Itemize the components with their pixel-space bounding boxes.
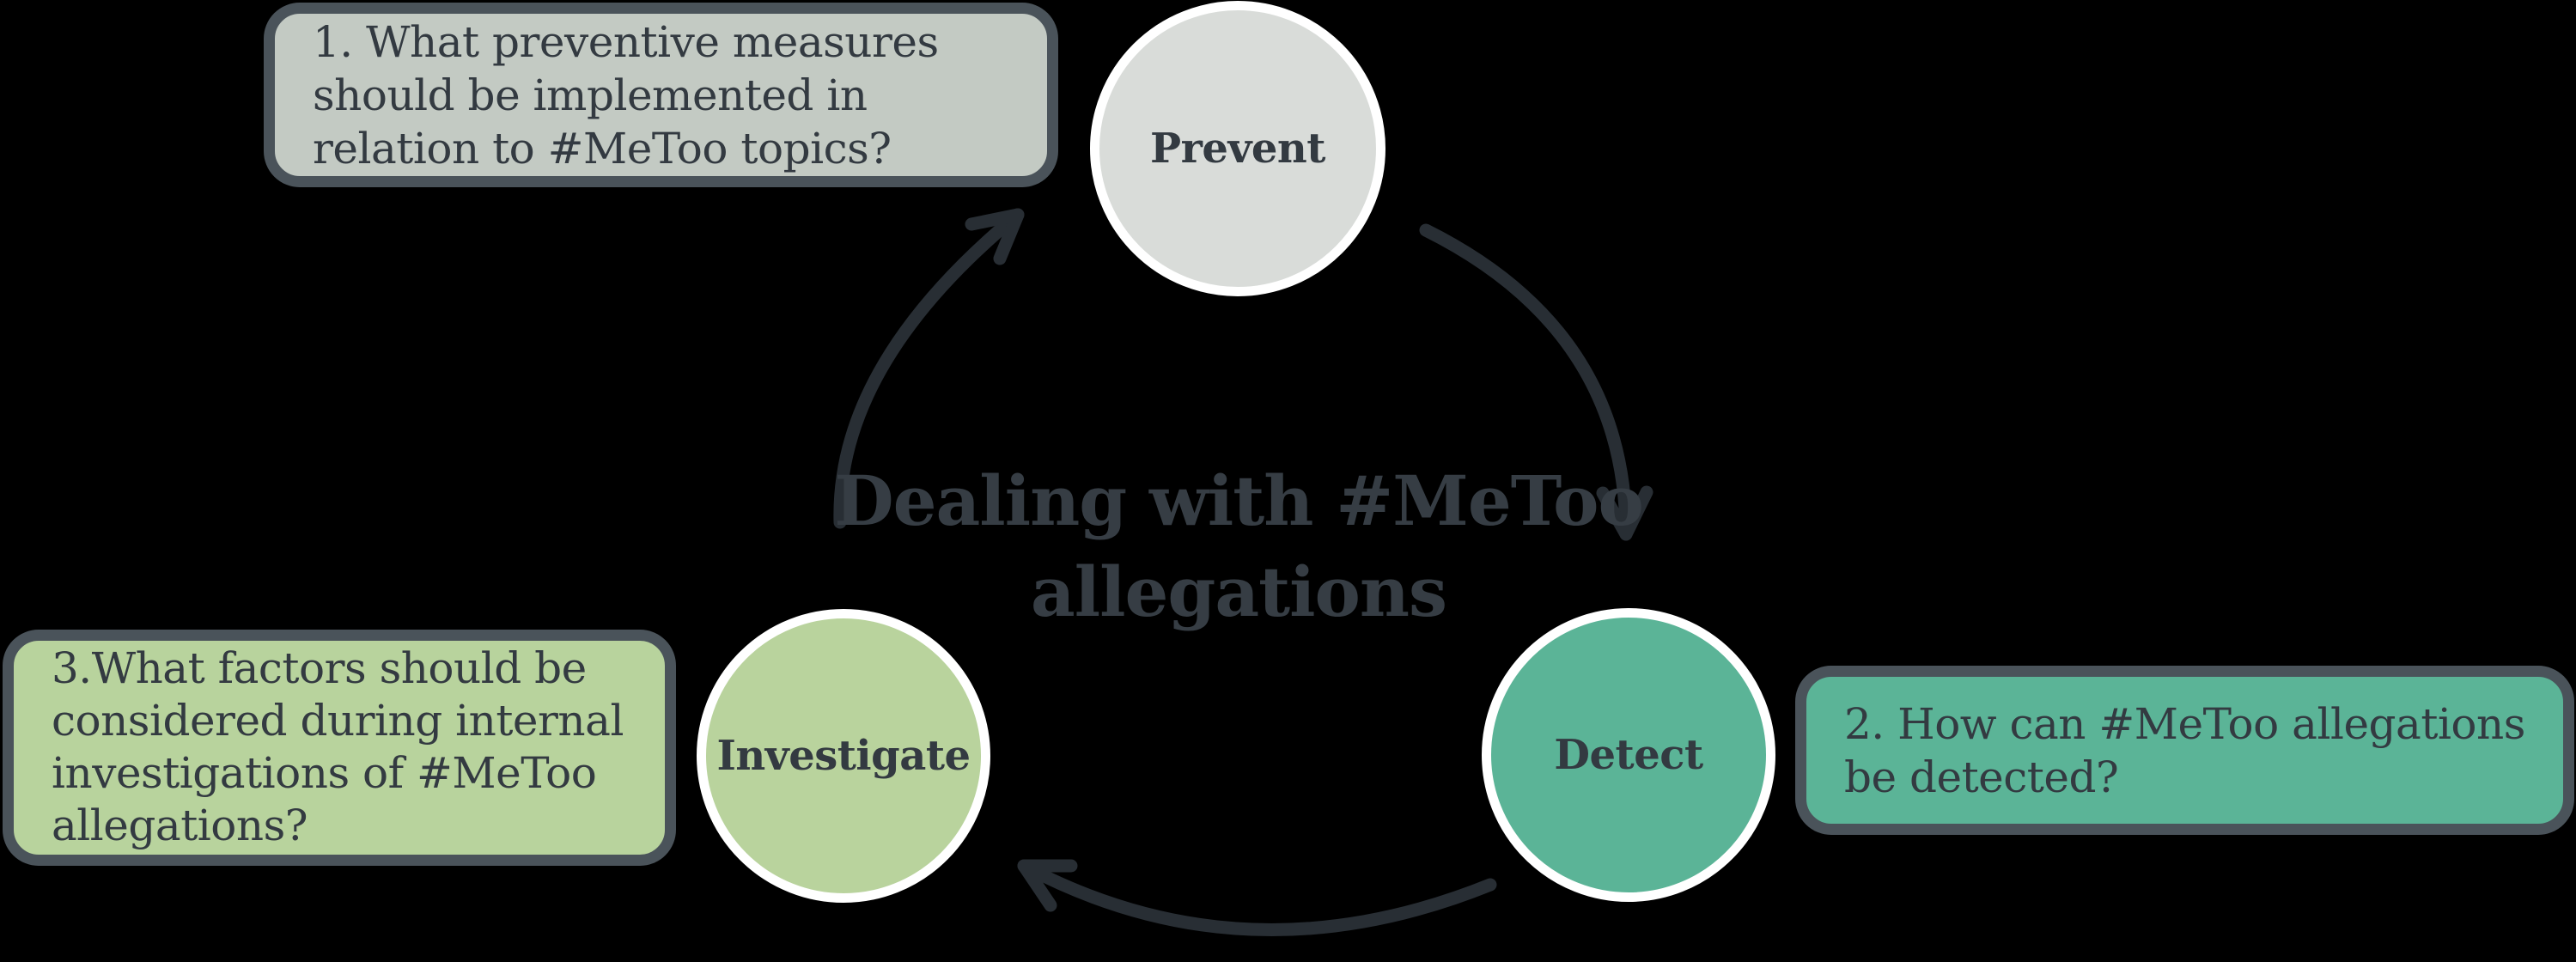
callout-investigate-line-2: considered during internal	[52, 696, 624, 746]
arrowhead-detect-to-investigate-icon	[1017, 859, 1078, 912]
callout-investigate-question: 3.What factors should be considered duri…	[3, 630, 676, 866]
callout-detect-line-2: be detected?	[1844, 752, 2119, 802]
step-circle-prevent: Prevent	[1090, 1, 1385, 296]
step-label-investigate: Investigate	[716, 732, 971, 780]
step-circle-investigate: Investigate	[697, 609, 990, 903]
callout-detect-question: 2. How can #MeToo allegations be detecte…	[1795, 666, 2574, 835]
diagram-title: Dealing with #MeToo allegations	[740, 455, 1737, 637]
arrowhead-investigate-to-prevent-icon	[965, 208, 1025, 265]
callout-investigate-line-1: 3.What factors should be	[52, 643, 587, 693]
arrow-investigate-to-prevent	[833, 208, 1025, 529]
callout-investigate-line-4: allegations?	[52, 801, 308, 850]
callout-investigate-line-3: investigations of #MeToo	[52, 748, 597, 798]
diagram-title-line-2: allegations	[1030, 551, 1447, 632]
step-circle-detect: Detect	[1482, 608, 1775, 902]
callout-detect-line-1: 2. How can #MeToo allegations	[1844, 698, 2525, 749]
arrowhead-prevent-to-detect-icon	[1596, 485, 1653, 541]
callout-prevent-line-2: should be implemented in	[313, 70, 868, 120]
arrow-detect-to-investigate	[1017, 859, 1497, 936]
callout-prevent-line-1: 1. What preventive measures	[313, 17, 939, 67]
arrow-prevent-to-detect	[1419, 223, 1633, 541]
diagram-title-line-1: Dealing with #MeToo	[834, 460, 1644, 541]
step-label-detect: Detect	[1554, 731, 1703, 779]
callout-prevent-question: 1. What preventive measures should be im…	[264, 3, 1058, 187]
callout-prevent-line-3: relation to #MeToo topics?	[313, 124, 892, 174]
step-label-prevent: Prevent	[1150, 125, 1325, 173]
